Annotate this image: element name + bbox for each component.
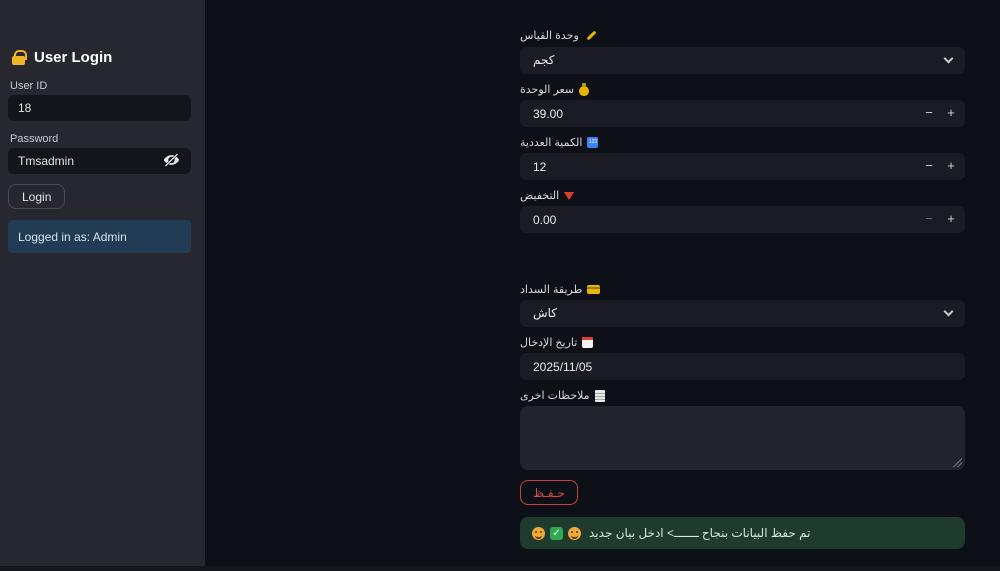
entry-date-input[interactable] <box>520 353 965 380</box>
logged-in-status-badge: Logged in as: Admin <box>8 220 191 253</box>
pencil-icon <box>586 30 597 41</box>
sidebar-title: User Login <box>12 49 112 66</box>
payment-method-label: طريقة السداد <box>520 283 601 296</box>
unit-price-field: − + <box>520 100 965 127</box>
check-mark-box-icon <box>550 526 563 540</box>
window-bottom-edge <box>0 566 1000 571</box>
payment-method-value: كاش <box>533 306 558 320</box>
logged-in-status-text: Logged in as: Admin <box>18 229 127 244</box>
sidebar-title-text: User Login <box>34 49 113 66</box>
quantity-increment-button[interactable]: + <box>947 158 955 173</box>
login-sidebar: User Login User ID Password Login Logged… <box>0 0 205 571</box>
password-label: Password <box>10 133 59 145</box>
toggle-password-visibility-button[interactable] <box>160 152 182 170</box>
notes-textarea[interactable] <box>520 406 965 470</box>
payment-method-select[interactable]: كاش <box>520 300 965 327</box>
discount-input[interactable] <box>520 206 965 233</box>
memo-icon <box>594 389 605 402</box>
eye-off-icon <box>163 152 180 170</box>
unit-price-label: سعر الوحدة <box>520 82 590 96</box>
input-numbers-icon <box>587 137 599 148</box>
user-id-label: User ID <box>10 80 48 92</box>
chevron-down-icon <box>943 306 953 317</box>
notes-label: ملاحظات اخرى <box>520 389 605 402</box>
login-button[interactable]: Login <box>8 184 66 209</box>
unit-price-decrement-button[interactable]: − <box>925 105 933 120</box>
calendar-icon <box>582 337 594 348</box>
unit-price-increment-button[interactable]: + <box>947 105 955 120</box>
lock-icon <box>12 50 27 65</box>
smiley-icon <box>568 526 581 540</box>
chevron-down-icon <box>943 53 953 64</box>
success-alert: تم حفظ البيانات بنجاح ـــــــ> ادخل بيان… <box>520 517 965 549</box>
quantity-input[interactable] <box>520 153 965 180</box>
unit-of-measure-label: وحدة القياس <box>520 29 599 42</box>
entry-date-field <box>520 353 965 380</box>
discount-increment-button[interactable]: + <box>947 211 955 226</box>
red-triangle-down-icon <box>564 191 575 200</box>
entry-date-label: تاريخ الإدخال <box>520 336 594 349</box>
unit-of-measure-value: كجم <box>533 53 555 67</box>
password-input[interactable] <box>8 148 191 174</box>
unit-price-input[interactable] <box>520 100 965 127</box>
quantity-label: الكمية العددية <box>520 136 599 149</box>
unit-of-measure-select[interactable]: كجم <box>520 47 965 74</box>
discount-label: التخفيض <box>520 189 575 202</box>
discount-decrement-button[interactable]: − <box>925 211 933 226</box>
save-button[interactable]: حـفـظ <box>520 480 578 505</box>
quantity-decrement-button[interactable]: − <box>925 158 933 173</box>
money-bag-icon <box>579 82 590 96</box>
user-id-input[interactable] <box>8 95 191 121</box>
smiley-icon <box>532 526 545 540</box>
success-message-text: تم حفظ البيانات بنجاح ـــــــ> ادخل بيان… <box>589 526 811 540</box>
quantity-field: − + <box>520 153 965 180</box>
credit-card-icon <box>587 285 601 294</box>
discount-field: − + <box>520 206 965 233</box>
